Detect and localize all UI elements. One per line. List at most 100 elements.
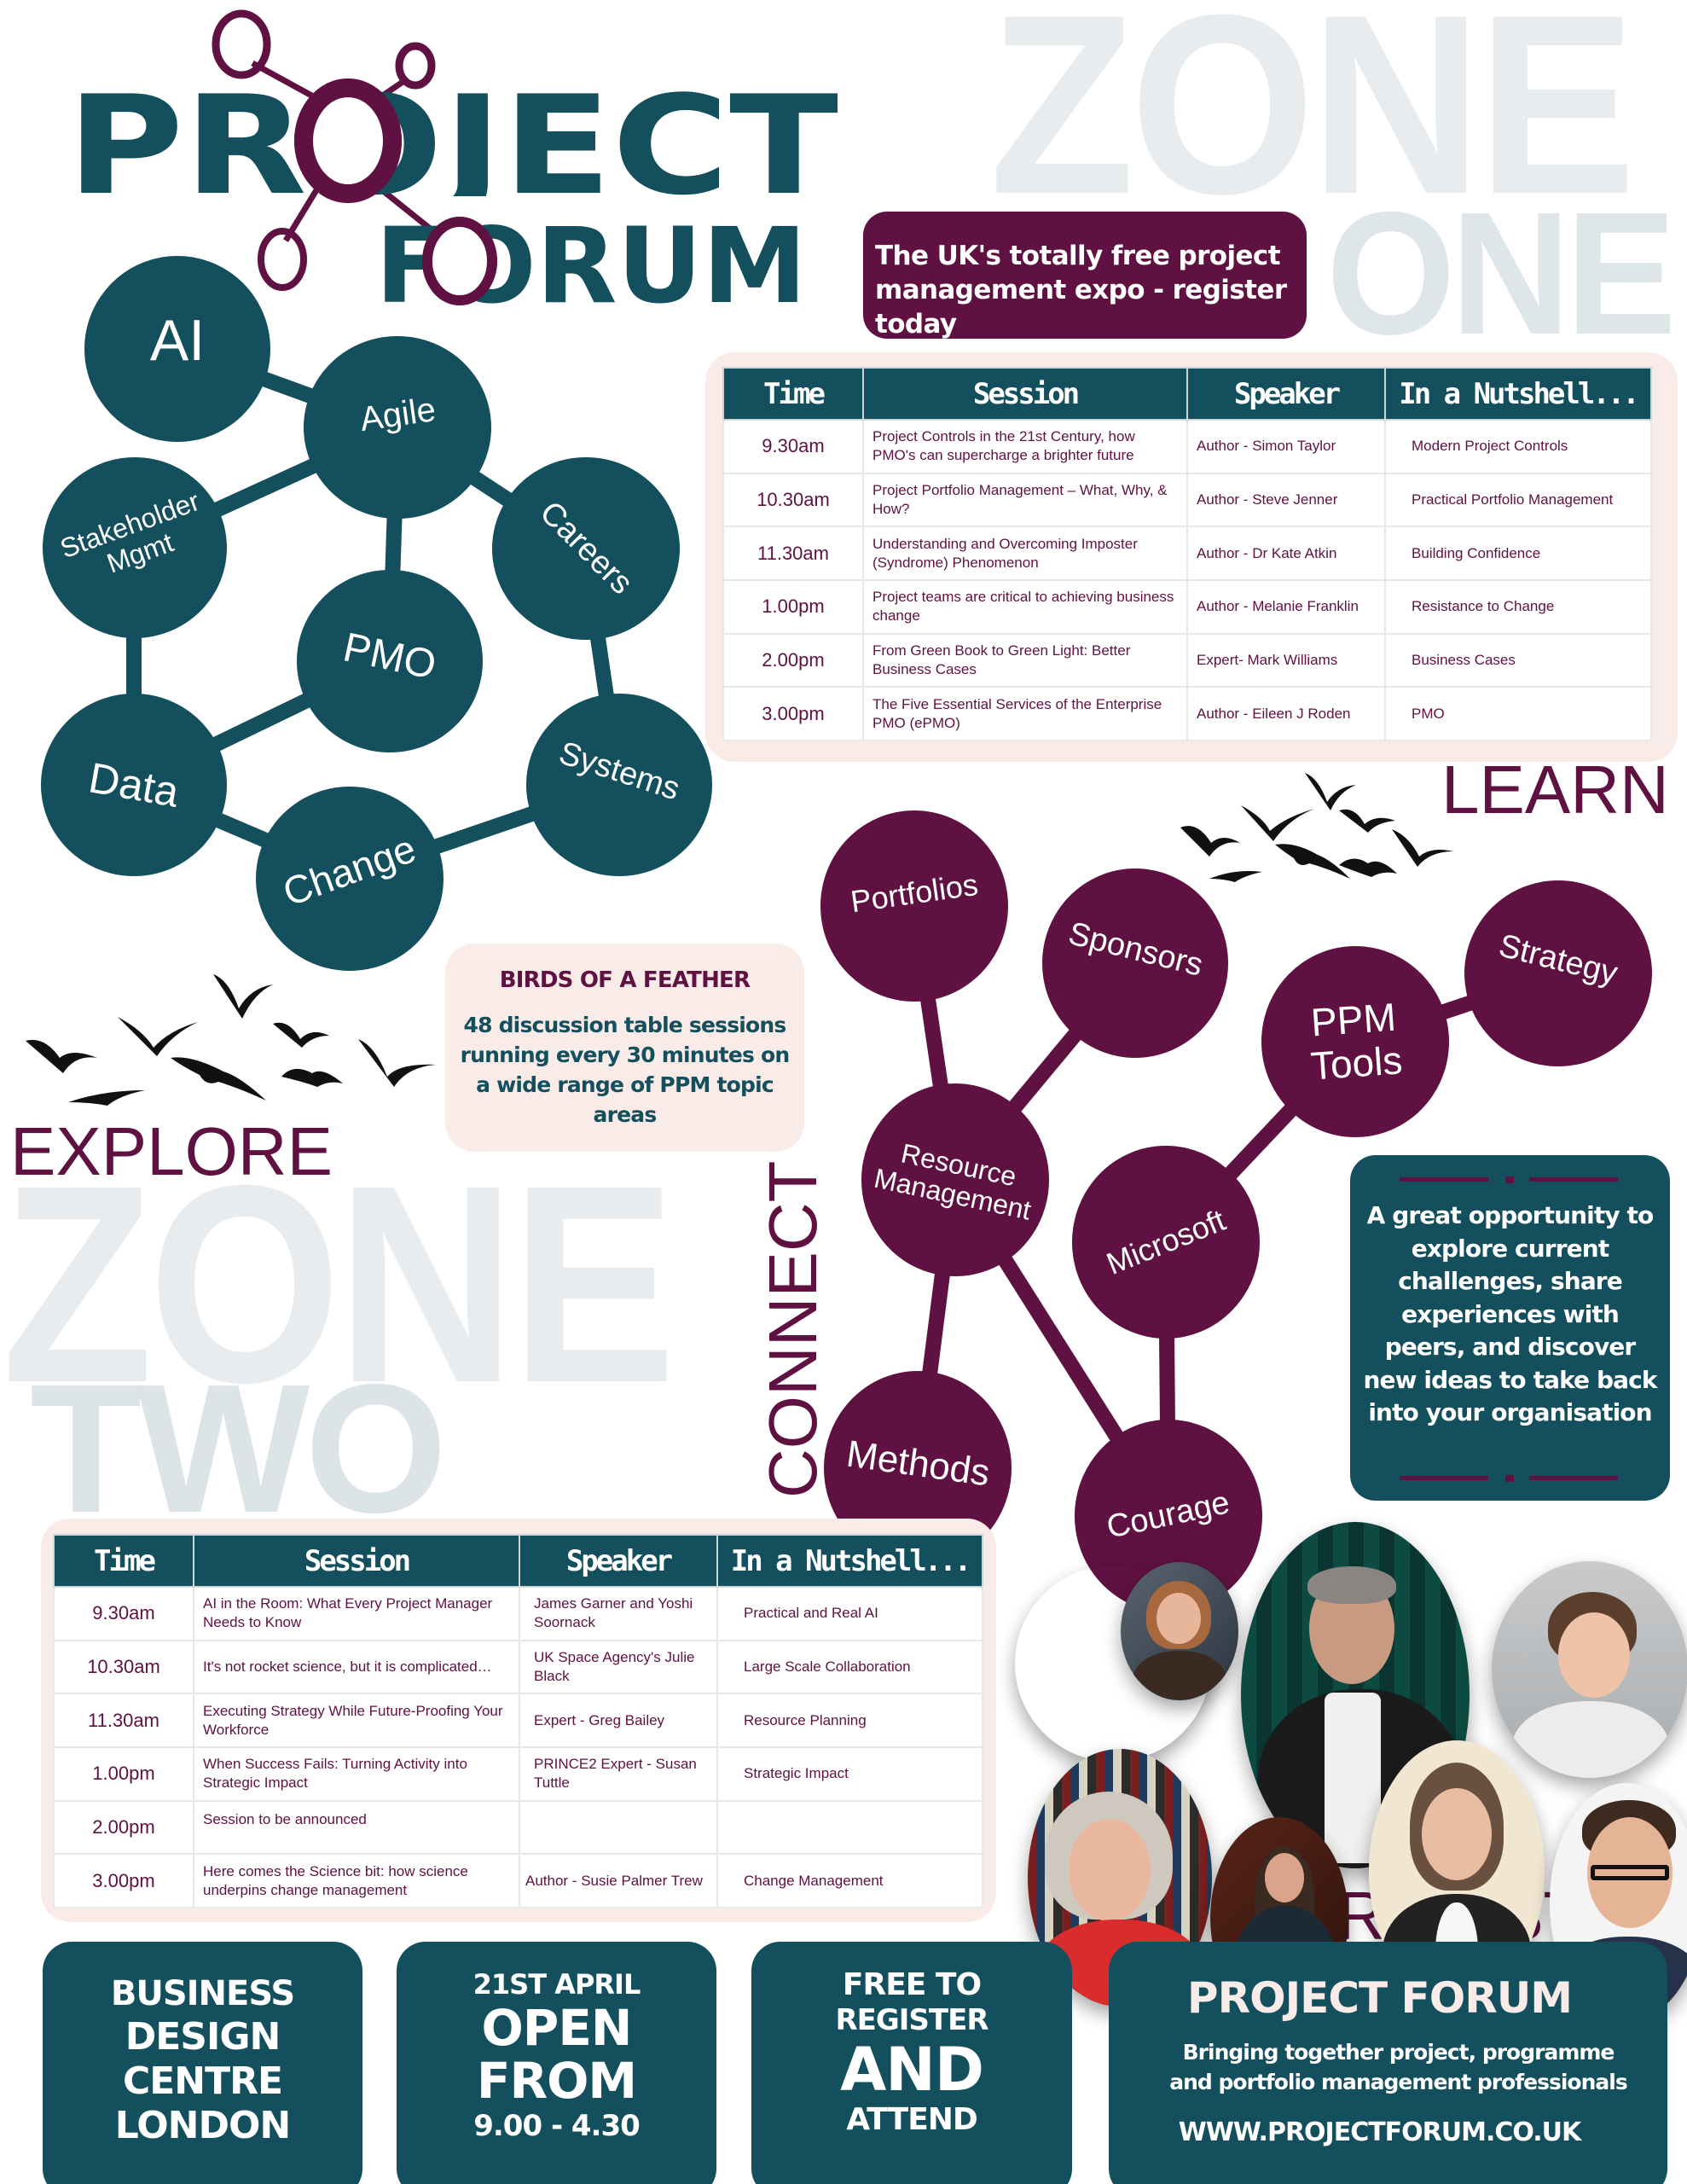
logo-o-rings-overlay: [294, 78, 497, 305]
table-row: 3.00pm Here comes the Science bit: how s…: [53, 1853, 983, 1909]
cell-nutshell: Practical Portfolio Management: [1384, 472, 1652, 528]
tagline-banner: The UK's totally free project management…: [863, 212, 1307, 340]
zone-one-schedule-table: Time Session Speaker In a Nutshell... 9.…: [722, 367, 1652, 742]
cell-nutshell: Change Management: [716, 1853, 983, 1909]
table-row: 9.30am AI in the Room: What Every Projec…: [53, 1586, 983, 1641]
cell-time: 9.30am: [53, 1586, 194, 1641]
topic-node-portfolios: Portfolios: [820, 810, 1008, 1002]
glasses-icon: [1591, 1865, 1669, 1880]
decorative-divider-bottom: [1400, 1475, 1621, 1482]
cell-nutshell: Resource Planning: [716, 1693, 983, 1749]
venue-line: BUSINESS: [110, 1974, 295, 2013]
topic-node-sponsors: Sponsors: [1042, 868, 1228, 1058]
cell-speaker: Author - Simon Taylor: [1186, 419, 1386, 474]
node-label: Sponsors: [1064, 915, 1207, 984]
topic-node-microsoft: Microsoft: [1072, 1146, 1260, 1339]
topic-node-systems: Systems: [526, 694, 712, 876]
cell-session: AI in the Room: What Every Project Manag…: [193, 1586, 520, 1641]
learn-label: LEARN: [1441, 752, 1669, 828]
zone-two-background-word: ZONE: [2, 1126, 676, 1441]
cell-nutshell: Large Scale Collaboration: [716, 1639, 983, 1695]
free-line: FREE TO: [842, 1967, 982, 2002]
date-box: 21ST APRIL OPEN FROM 9.00 - 4.30: [397, 1942, 716, 2184]
cell-time: 9.30am: [722, 419, 864, 474]
cell-session: Project teams are critical to achieving …: [862, 579, 1188, 635]
free-line: REGISTER: [835, 2003, 988, 2037]
speaker-photo: [1492, 1561, 1687, 1778]
node-label: Portfolios: [848, 866, 981, 920]
explore-label: EXPLORE: [10, 1113, 333, 1189]
cell-time: 11.30am: [53, 1693, 194, 1749]
cell-time: 1.00pm: [53, 1746, 194, 1802]
topic-node-resource-management: Resource Management: [861, 1083, 1049, 1276]
cell-time: 10.30am: [722, 472, 864, 528]
cell-time: 2.00pm: [53, 1799, 194, 1856]
node-label-line: PPM: [1309, 995, 1398, 1045]
column-header-nutshell: In a Nutshell...: [1384, 367, 1652, 421]
zone-one-background-number: ONE: [1326, 176, 1677, 371]
birds-flock-right-icon: [1180, 773, 1453, 882]
topic-node-ppm-tools: PPM Tools: [1261, 946, 1449, 1137]
opening-hours: 9.00 - 4.30: [473, 2109, 641, 2143]
website-link[interactable]: WWW.PROJECTFORUM.CO.UK: [1178, 2117, 1582, 2147]
opportunity-panel: A great opportunity to explore current c…: [1350, 1155, 1670, 1501]
node-label: Resource Management: [871, 1134, 1039, 1226]
table-row: 2.00pm Session to be announced: [53, 1799, 983, 1856]
topic-node-careers: Careers: [492, 457, 680, 640]
cell-session: The Five Essential Services of the Enter…: [862, 686, 1188, 742]
cell-speaker: Author - Susie Palmer Trew: [519, 1853, 718, 1909]
table-header-row: Time Session Speaker In a Nutshell...: [53, 1534, 983, 1588]
cell-session: Session to be announced: [193, 1799, 520, 1856]
cell-nutshell: Resistance to Change: [1384, 579, 1652, 635]
venue-line: CENTRE: [122, 2059, 283, 2103]
birds-of-a-feather-panel: BIRDS OF A FEATHER 48 discussion table s…: [445, 944, 804, 1152]
from-label: FROM: [476, 2052, 637, 2110]
zone-two-schedule-table: Time Session Speaker In a Nutshell... 9.…: [53, 1534, 983, 1909]
table-row: 9.30am Project Controls in the 21st Cent…: [722, 419, 1652, 474]
birds-flock-left-icon: [26, 974, 437, 1106]
cell-time: 3.00pm: [53, 1853, 194, 1909]
venue-line: LONDON: [114, 2104, 291, 2147]
forum-box-subtitle: Bringing together project, programme and…: [1169, 2040, 1627, 2094]
cell-nutshell: Strategic Impact: [716, 1746, 983, 1802]
open-label: OPEN: [481, 1999, 633, 2057]
column-header-time: Time: [722, 367, 864, 421]
column-header-time: Time: [53, 1534, 194, 1588]
cell-time: 3.00pm: [722, 686, 864, 742]
table-header-row: Time Session Speaker In a Nutshell...: [722, 367, 1652, 421]
free-line: AND: [840, 2035, 984, 2105]
column-header-speaker: Speaker: [519, 1534, 718, 1588]
table-row: 1.00pm When Success Fails: Turning Activ…: [53, 1746, 983, 1802]
cell-session: Project Portfolio Management – What, Why…: [862, 472, 1188, 528]
cell-time: 10.30am: [53, 1639, 194, 1695]
table-row: 10.30am It's not rocket science, but it …: [53, 1639, 983, 1695]
cell-speaker: [519, 1799, 718, 1856]
cell-time: 1.00pm: [722, 579, 864, 635]
cell-nutshell: Building Confidence: [1384, 526, 1652, 582]
venue-box: BUSINESS DESIGN CENTRE LONDON: [43, 1942, 362, 2184]
cell-session: Here comes the Science bit: how science …: [193, 1853, 520, 1909]
project-forum-register-box[interactable]: PROJECT FORUM Bringing together project,…: [1109, 1942, 1667, 2184]
cell-time: 2.00pm: [722, 632, 864, 688]
speaker-photo: [1121, 1562, 1238, 1700]
cell-nutshell: Modern Project Controls: [1384, 419, 1652, 474]
cell-session: When Success Fails: Turning Activity int…: [193, 1746, 520, 1802]
cell-speaker: James Garner and Yoshi Soornack: [519, 1586, 718, 1641]
opportunity-text: A great opportunity to explore current c…: [1363, 1201, 1657, 1426]
free-registration-box: FREE TO REGISTER AND ATTEND: [751, 1942, 1072, 2184]
cell-speaker: PRINCE2 Expert - Susan Tuttle: [519, 1746, 718, 1802]
venue-line: DESIGN: [125, 2015, 281, 2059]
column-header-speaker: Speaker: [1186, 367, 1386, 421]
project-forum-logo: PROJECT FORUM: [0, 0, 853, 327]
cell-speaker: Expert - Greg Bailey: [519, 1693, 718, 1749]
cell-speaker: Author - Eileen J Roden: [1186, 686, 1386, 742]
table-row: 2.00pm From Green Book to Green Light: B…: [722, 632, 1652, 688]
cell-session: Executing Strategy While Future-Proofing…: [193, 1693, 520, 1749]
cell-nutshell: Business Cases: [1384, 632, 1652, 688]
table-row: 10.30am Project Portfolio Management – W…: [722, 472, 1652, 528]
column-header-nutshell: In a Nutshell...: [716, 1534, 983, 1588]
node-label: Methods: [844, 1432, 993, 1495]
cell-speaker: Author - Melanie Franklin: [1186, 579, 1386, 635]
cell-nutshell: Practical and Real AI: [716, 1586, 983, 1641]
node-label-line: Tools: [1309, 1037, 1405, 1089]
